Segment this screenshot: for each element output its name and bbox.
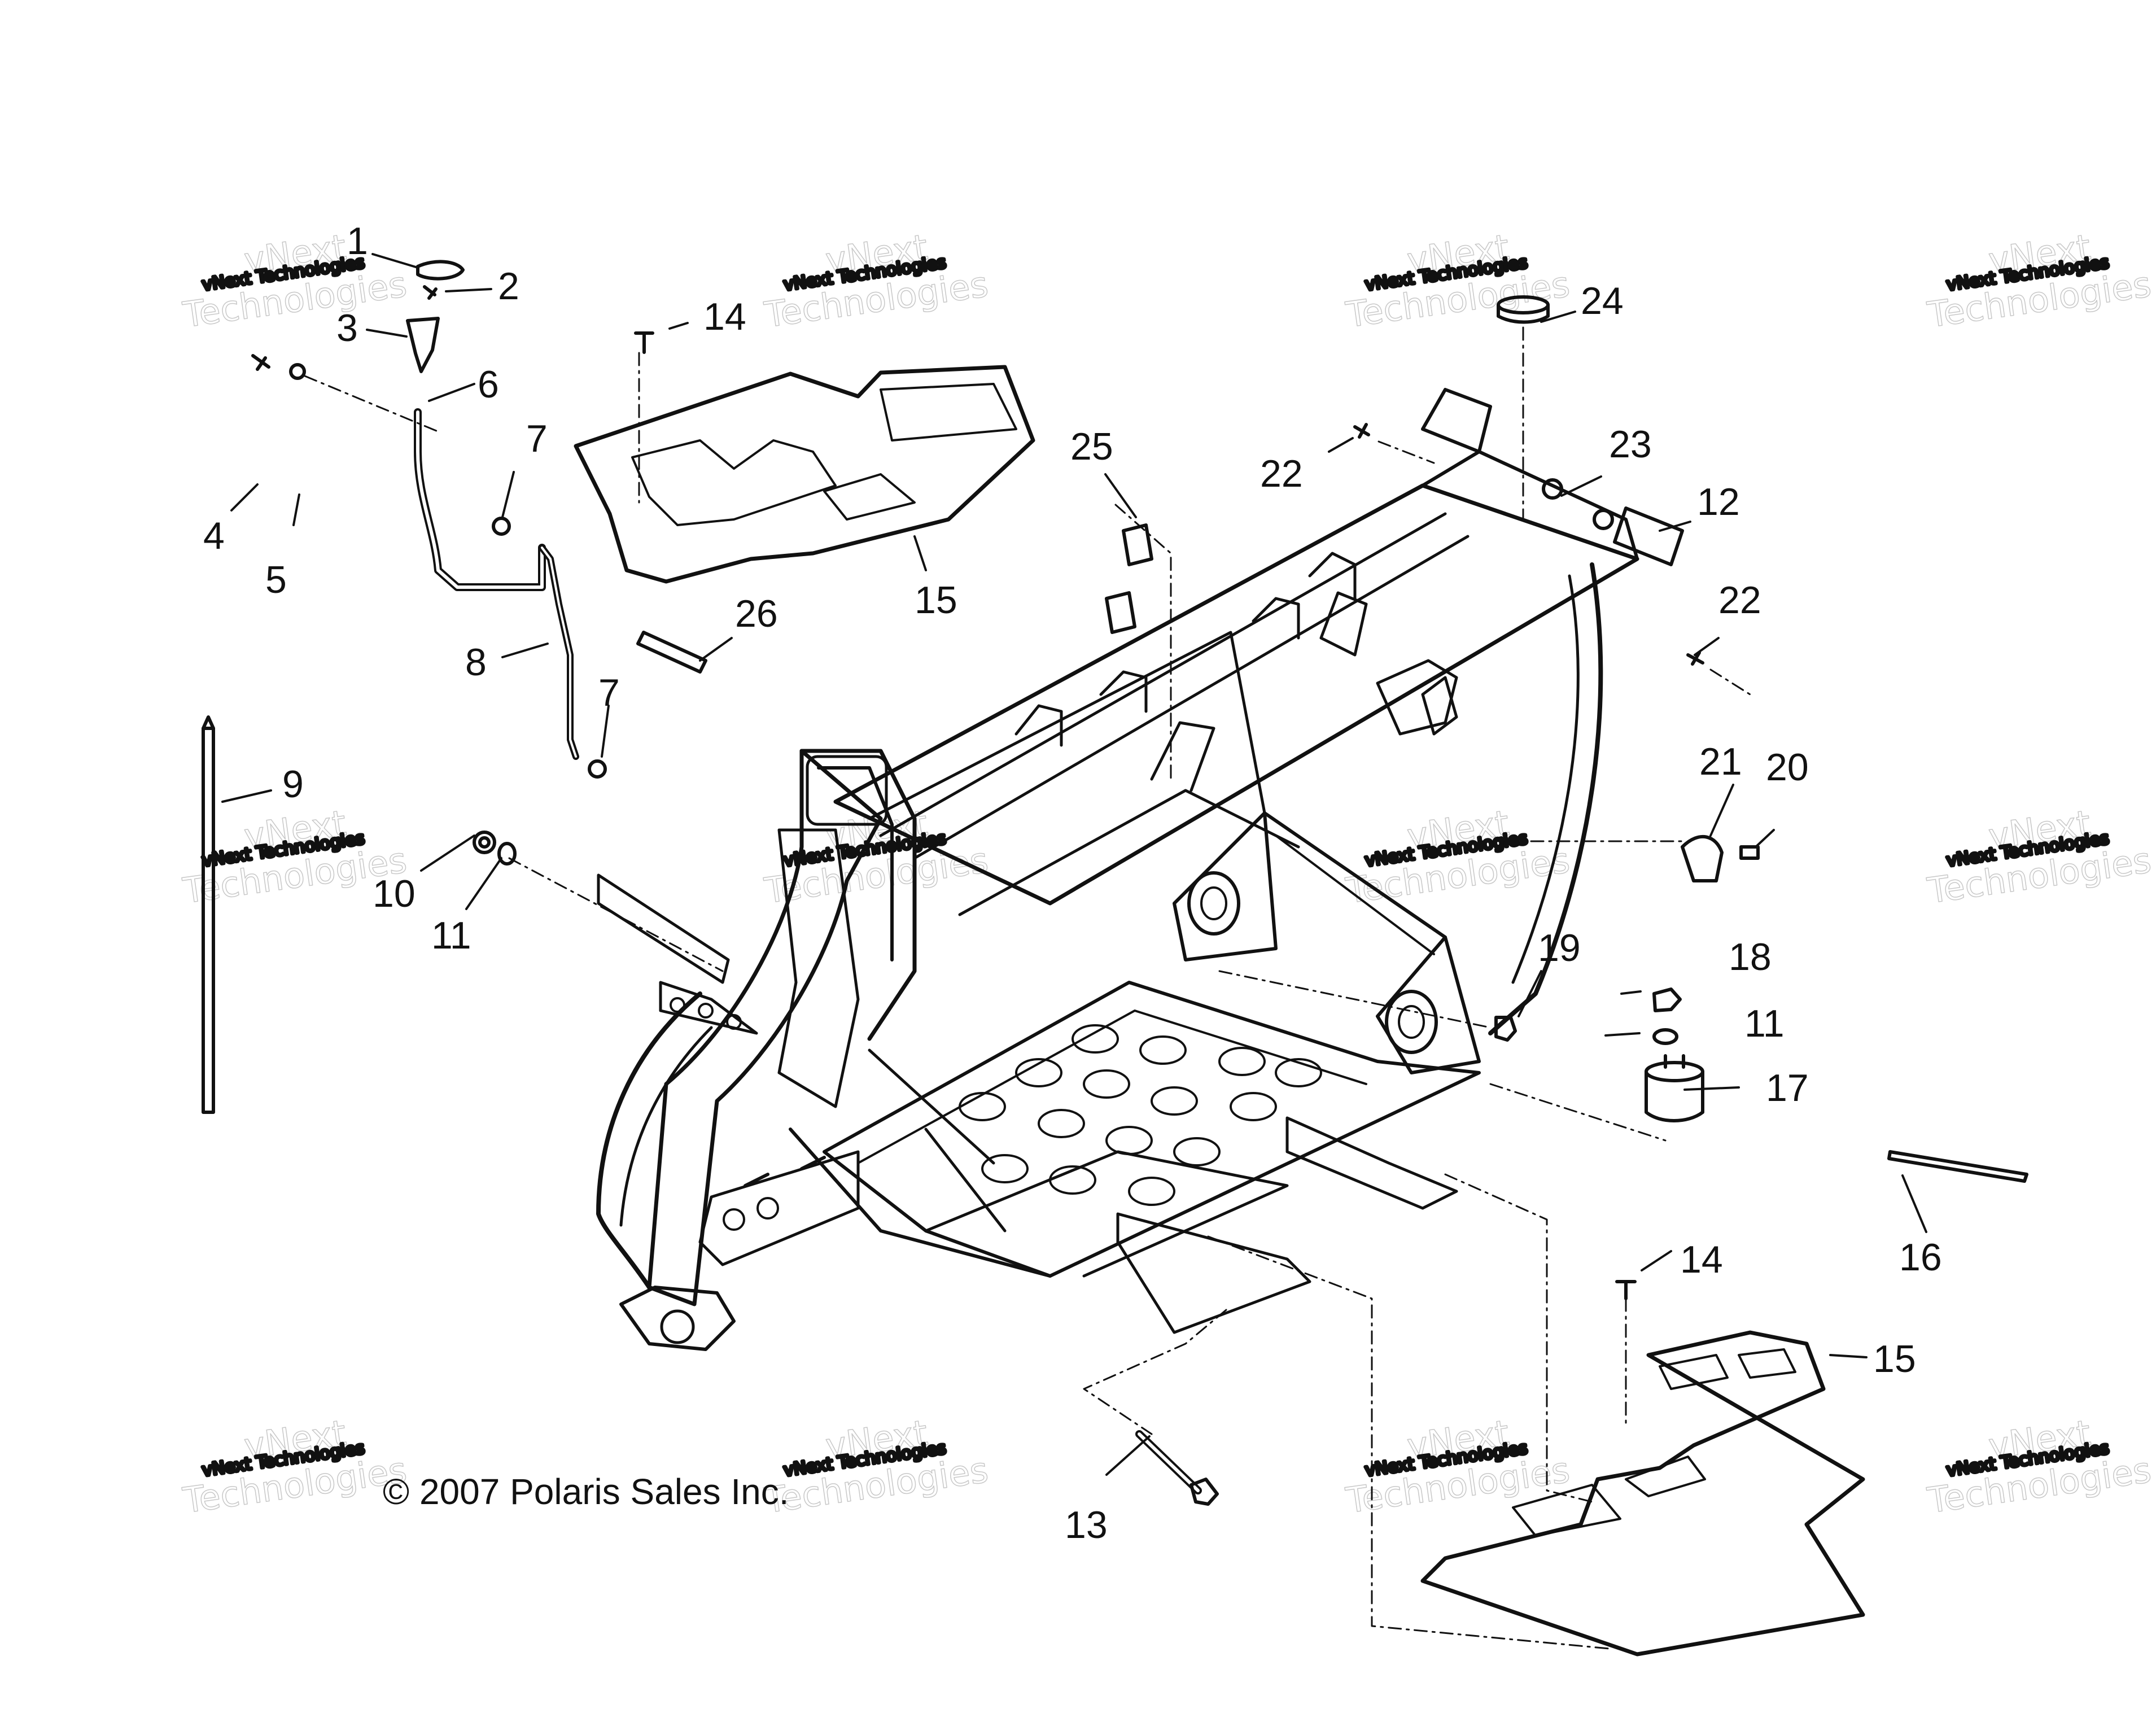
- callout-3: 3: [336, 307, 358, 349]
- part-6-shift-lever: [414, 408, 546, 591]
- callout-25: 25: [1070, 425, 1113, 468]
- callout-9: 9: [282, 763, 304, 806]
- part-8-shift-rod: [539, 544, 579, 760]
- watermark-top-right1: vNext vNext Technologies Technologies: [1343, 226, 1573, 336]
- part-1-cap: [416, 260, 465, 281]
- callout-15-lower: 15: [1873, 1338, 1916, 1380]
- callout-15-upper: 15: [915, 579, 957, 622]
- callout-12: 12: [1697, 480, 1740, 523]
- callout-20: 20: [1766, 746, 1809, 789]
- part-22-bolt-upper: [1353, 423, 1370, 439]
- part-16-strap: [1887, 1150, 2028, 1183]
- part-14-screw-upper: [634, 331, 654, 354]
- part-15-cover-upper: [574, 365, 1035, 584]
- part-17-mount: [1645, 1054, 1704, 1122]
- part-19-nut: [1494, 1016, 1517, 1042]
- callout-17: 17: [1766, 1067, 1809, 1109]
- part-11-washer-right: [1652, 1028, 1678, 1045]
- callout-8: 8: [465, 641, 487, 684]
- part-11-washer-left: [497, 842, 517, 866]
- watermark-top-mid: vNext vNext Technologies Technologies: [762, 226, 991, 336]
- part-9-rod: [202, 715, 215, 1114]
- callout-22-upper: 22: [1260, 452, 1303, 495]
- part-15-cover-lower: [1420, 1330, 1865, 1657]
- callout-7-upper: 7: [526, 417, 548, 460]
- part-10-nut: [473, 831, 496, 854]
- callout-23: 23: [1609, 423, 1652, 466]
- part-3-boot: [406, 317, 440, 373]
- part-20-bolt: [1739, 845, 1760, 860]
- callout-22-lower: 22: [1718, 579, 1761, 622]
- part-23-grommets: [1542, 478, 1614, 530]
- callout-14-lower: 14: [1680, 1238, 1723, 1281]
- callout-26: 26: [735, 592, 778, 635]
- part-22-bolt-lower: [1686, 651, 1704, 666]
- part-4-bolt: [251, 354, 270, 371]
- callout-21: 21: [1699, 740, 1742, 783]
- callout-6: 6: [478, 363, 499, 406]
- callout-1: 1: [347, 220, 368, 263]
- callout-19: 19: [1538, 927, 1581, 969]
- part-26-pin: [636, 631, 707, 674]
- main-frame: [596, 388, 1684, 1351]
- watermark-bot-right2: vNext vNext Technologies Technologies: [1925, 1411, 2154, 1522]
- part-7-nut-lower: [588, 759, 607, 779]
- callout-13: 13: [1065, 1504, 1108, 1546]
- callout-11-left: 11: [431, 914, 471, 957]
- callout-5: 5: [265, 558, 287, 601]
- part-25-bushings: [1105, 523, 1153, 634]
- part-5-washer: [289, 363, 306, 380]
- callout-11-right: 11: [1744, 1002, 1785, 1045]
- part-18-nut: [1652, 987, 1682, 1012]
- callout-4: 4: [203, 514, 225, 557]
- part-2-clip: [423, 285, 438, 300]
- watermark-top-right2: vNext vNext Technologies Technologies: [1925, 226, 2154, 336]
- part-21-clamp: [1681, 835, 1724, 882]
- part-14-screw-lower: [1615, 1280, 1637, 1300]
- copyright-notice: © 2007 Polaris Sales Inc.: [383, 1471, 789, 1512]
- callout-2: 2: [498, 265, 519, 308]
- callout-18: 18: [1729, 936, 1772, 978]
- callout-10: 10: [373, 872, 416, 915]
- watermark-mid-right1: vNext vNext Technologies Technologies: [1343, 802, 1573, 912]
- callout-7-lower: 7: [598, 671, 620, 714]
- callout-leaders: [221, 253, 1927, 1476]
- watermark-bot-mid: vNext vNext Technologies Technologies: [762, 1411, 991, 1522]
- watermark-top-left: vNext vNext Technologies Technologies: [180, 226, 410, 336]
- callout-labels: 1 2 3 6 4 5 7 8 7 9 10 11 14 15 26 25 22…: [203, 220, 1942, 1546]
- callout-24: 24: [1581, 279, 1624, 322]
- callout-16: 16: [1899, 1236, 1942, 1279]
- watermark-bot-left: vNext vNext Technologies Technologies: [180, 1411, 410, 1522]
- alignment-lines: [304, 326, 1751, 1650]
- part-7-nut-upper: [492, 517, 511, 536]
- watermark-group: vNext vNext Technologies Technologies vN…: [180, 226, 2154, 1522]
- part-24-cap: [1497, 295, 1550, 324]
- watermark-mid-right2: vNext vNext Technologies Technologies: [1925, 802, 2154, 912]
- part-13-bolt: [1135, 1430, 1219, 1506]
- callout-14-upper: 14: [703, 295, 746, 338]
